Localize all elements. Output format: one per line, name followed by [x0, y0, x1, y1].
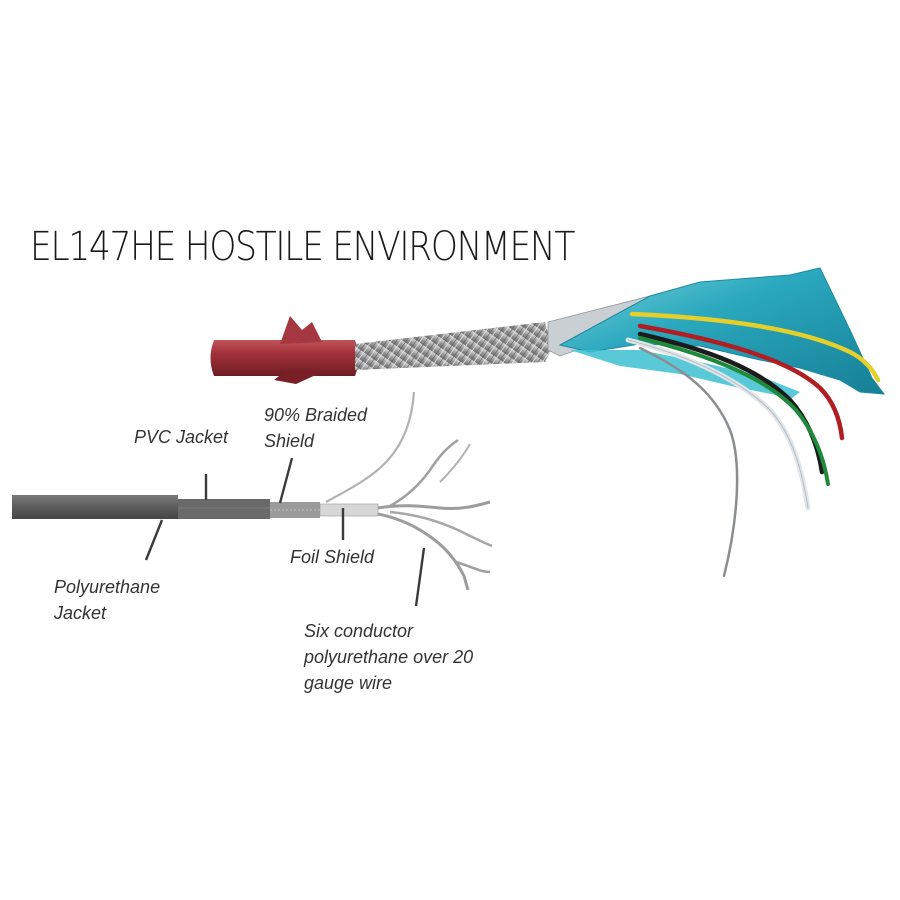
- label-conductors-line1: Six conductor: [304, 621, 414, 641]
- twisted-pair-end: [455, 560, 491, 574]
- twisted-pair-top: [389, 438, 459, 508]
- red-outer-jacket: [210, 340, 359, 376]
- wire-white-outline: [627, 339, 809, 509]
- leader-lines: [144, 457, 426, 607]
- photo-cable: [210, 267, 886, 578]
- label-polyurethane-jacket: Polyurethane Jacket: [54, 574, 160, 626]
- pvc-jacket-segment: [178, 499, 270, 519]
- loose-wire: [325, 391, 416, 503]
- twisted-pair-lower: [377, 512, 470, 591]
- twisted-pair-mid: [389, 510, 493, 548]
- label-pvc-jacket: PVC Jacket: [134, 427, 229, 447]
- label-conductors-line3: gauge wire: [304, 673, 393, 693]
- leader-conductors: [414, 547, 426, 607]
- drain-wire: [638, 346, 739, 578]
- label-braided-shield-line1: 90% Braided: [264, 405, 368, 425]
- loose-wire-2: [439, 443, 471, 483]
- wire-green: [638, 336, 830, 486]
- page-title: EL147HE HOSTILE ENVIRONMENT: [30, 224, 575, 270]
- label-braided-shield: 90% Braided Shield: [264, 402, 367, 454]
- label-braided-shield-line2: Shield: [264, 431, 315, 451]
- label-polyurethane-jacket-line2: Jacket: [54, 603, 107, 623]
- polyurethane-jacket-segment: [12, 495, 178, 519]
- label-polyurethane-jacket-line1: Polyurethane: [54, 577, 161, 597]
- leader-braided-shield: [278, 457, 294, 504]
- jacket-flap-bottom: [274, 372, 318, 384]
- wire-yellow: [629, 311, 881, 383]
- jacket-flap-top: [280, 316, 322, 344]
- label-foil-shield: Foil Shield: [290, 547, 375, 567]
- leader-polyurethane-jacket: [144, 519, 164, 561]
- foil-shield-segment: [319, 503, 379, 517]
- diagram-cable: [12, 391, 493, 591]
- twisted-pair-upper: [377, 500, 491, 510]
- label-conductors: Six conductor polyurethane over 20 gauge…: [304, 618, 473, 696]
- braided-shield-photo: [355, 322, 552, 370]
- label-conductors-line2: polyurethane over 20: [304, 647, 474, 667]
- wire-red: [637, 323, 845, 441]
